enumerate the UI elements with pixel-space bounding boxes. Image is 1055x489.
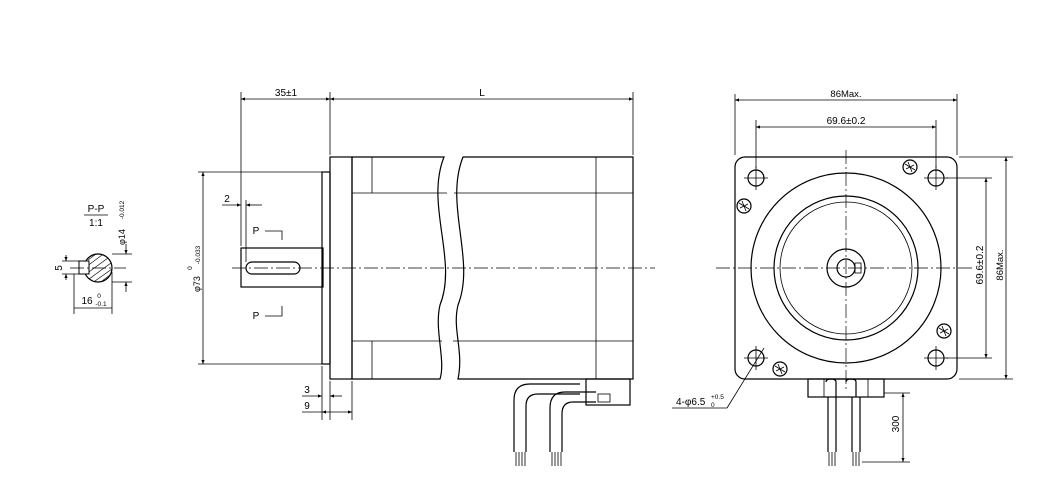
side-view: 35±1 L 2 P P φ73 0 -0.033 3 9 <box>187 88 655 466</box>
dim-hole-spacing-v: 69.6±0.2 <box>975 245 986 284</box>
motor-body-right <box>455 156 634 380</box>
motor-body-left <box>351 156 447 380</box>
dim-key-width: 5 <box>54 265 65 271</box>
dim-shaft-length: 35±1 <box>275 88 298 99</box>
section-title: P-P <box>88 204 105 215</box>
dim-width-max: 86Max. <box>830 89 861 100</box>
dim-shaft-diameter-tol: -0.012 <box>119 200 126 219</box>
dim-key-depth-tol-lower: -0.1 <box>95 301 107 308</box>
keyway-slot <box>78 260 90 275</box>
screws <box>736 159 952 377</box>
pilot-circle-inner <box>779 201 913 335</box>
dim-pilot-depth: 3 <box>304 385 310 396</box>
section-hatching <box>85 253 113 282</box>
flange-circle-outer <box>750 172 942 364</box>
dim-flange-thickness: 9 <box>304 401 310 412</box>
front-leads <box>825 378 857 397</box>
dim-holes: 4-φ6.5 <box>676 397 706 408</box>
dim-hole-spacing-h: 69.6±0.2 <box>827 116 866 127</box>
section-marker-top: P <box>253 226 260 237</box>
dim-key-depth: 16 <box>81 296 93 307</box>
lead-wire-1 <box>513 383 580 452</box>
dim-height-max: 86Max. <box>995 249 1006 280</box>
lead-wire-2 <box>549 391 596 452</box>
dim-lead-length: 300 <box>891 415 902 432</box>
section-marker-bottom: P <box>253 311 260 322</box>
dim-pilot-diameter: φ73 <box>192 276 202 292</box>
section-view-pp: P-P 1:1 5 φ14 -0.012 16 0 <box>54 200 132 314</box>
dim-holes-tol-upper: +0.5 <box>711 394 724 401</box>
shaft-keyway <box>245 261 301 275</box>
dim-body-length: L <box>479 88 485 99</box>
dim-pilot-tol-upper: 0 <box>187 266 194 270</box>
shaft-keyway-front <box>854 262 862 274</box>
dim-pilot-tol-lower: -0.033 <box>195 245 202 264</box>
shaft <box>240 247 324 288</box>
dim-key-depth-tol-upper: 0 <box>97 293 101 300</box>
dim-shaft-diameter: φ14 <box>117 229 127 245</box>
mounting-holes <box>744 166 948 370</box>
section-scale: 1:1 <box>89 218 103 229</box>
shaft-circle <box>826 248 866 288</box>
front-view: 86Max. 69.6±0.2 69.6±0.2 86Max. 4-φ6.5 +… <box>672 89 1013 466</box>
dim-holes-tol-lower: 0 <box>711 402 715 409</box>
dim-key-offset: 2 <box>224 194 230 205</box>
terminal-block-front <box>807 378 885 398</box>
pilot-circle <box>773 195 919 341</box>
